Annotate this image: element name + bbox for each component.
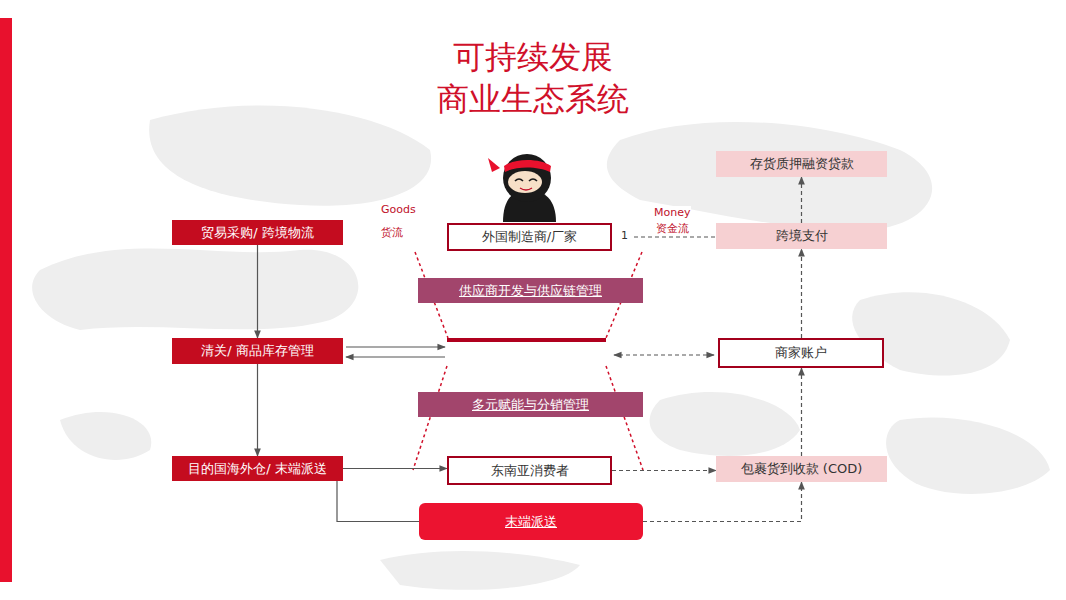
node-text: 目的国海外仓/ 末端派送 (188, 460, 327, 478)
node-text: 商家账户 (775, 344, 827, 362)
node-text: 东南亚消费者 (491, 462, 569, 480)
node-text: 贸易采购/ 跨境物流 (201, 224, 314, 242)
process-box: 目的国海外仓/ 末端派送 (172, 456, 343, 481)
money-flow-connector (801, 177, 802, 223)
goods-flow-connector (257, 245, 258, 338)
central-blank-box (447, 338, 606, 366)
central-flow-arrows (346, 347, 714, 357)
money-flow-connector (634, 236, 716, 237)
flow-label: 资金流 (655, 221, 690, 236)
finance-box: 存货质押融资贷款 (716, 151, 887, 177)
goods-flow-connector (343, 468, 447, 469)
finance-box: 包裹货到收款 (COD) (716, 456, 887, 482)
money-flow-connector (612, 470, 716, 471)
flow-label: Money (653, 206, 691, 219)
goods-flow-connector (257, 364, 258, 456)
money-flow-connector (643, 482, 802, 522)
node-text: 末端派送 (505, 513, 557, 531)
node-text: 清关/ 商品库存管理 (201, 342, 314, 360)
flow-label: Goods (380, 203, 417, 216)
node-text: 跨境支付 (776, 227, 828, 245)
goods-flow-connector (337, 481, 419, 522)
callout-number: 1 (620, 229, 629, 242)
finance-box: 跨境支付 (716, 223, 887, 249)
node-text: 外国制造商/厂家 (482, 228, 577, 246)
funnel-dotted-lines (413, 252, 643, 470)
service-band: 多元赋能与分销管理 (418, 392, 643, 417)
delivery-box: 末端派送 (419, 503, 643, 540)
node-text: 包裹货到收款 (COD) (741, 460, 863, 478)
node-text: 多元赋能与分销管理 (472, 396, 589, 414)
flow-label: 货流 (380, 225, 404, 240)
process-box: 清关/ 商品库存管理 (172, 338, 343, 364)
node-text: 存货质押融资贷款 (750, 155, 854, 173)
service-band: 供应商开发与供应链管理 (418, 278, 643, 303)
entity-box: 商家账户 (718, 338, 884, 368)
diagram-title: 可持续发展 商业生态系统 (423, 36, 643, 120)
node-text: 供应商开发与供应链管理 (459, 282, 602, 300)
entity-box: 东南亚消费者 (447, 456, 612, 485)
ninja-mascot (488, 154, 556, 222)
process-box: 贸易采购/ 跨境物流 (172, 220, 343, 245)
money-flow-connector (801, 368, 802, 456)
money-flow-connector (801, 249, 802, 338)
entity-box: 外国制造商/厂家 (447, 223, 612, 251)
world-map (32, 106, 1050, 590)
accent-bar (0, 18, 12, 582)
